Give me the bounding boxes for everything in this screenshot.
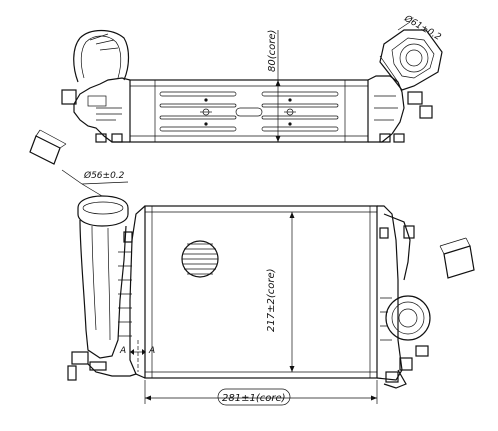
section-line-a-a: A A [119, 340, 155, 372]
top-right-tank [367, 29, 443, 143]
outlet-port [385, 295, 431, 341]
top-core-slots [159, 91, 339, 132]
inlet-diameter-label: Ø56±0.2 [83, 170, 125, 181]
core-fin-detail [181, 240, 219, 278]
inlet-diameter-leader [61, 169, 83, 185]
section-mark-left: A [119, 346, 126, 356]
front-right-tank [376, 205, 431, 389]
right-clip-section [439, 237, 475, 279]
core-width-label: 281±1(core) [222, 393, 286, 404]
core-height-label: 217±2(core) [266, 268, 277, 332]
front-view: 217±2(core) Ø56±0.2 [61, 169, 431, 406]
top-left-tank [61, 29, 131, 143]
top-core-height-label: 80(core) [267, 30, 278, 72]
front-left-tank [67, 195, 146, 381]
core-width-label-frame [217, 388, 291, 406]
front-core-body [144, 205, 378, 379]
left-clip-section [29, 129, 67, 165]
section-mark-right: A [148, 346, 155, 356]
top-core-body [129, 79, 369, 143]
top-view: 80(core) Ø61± [61, 13, 443, 143]
outlet-diameter-leader [397, 21, 411, 31]
